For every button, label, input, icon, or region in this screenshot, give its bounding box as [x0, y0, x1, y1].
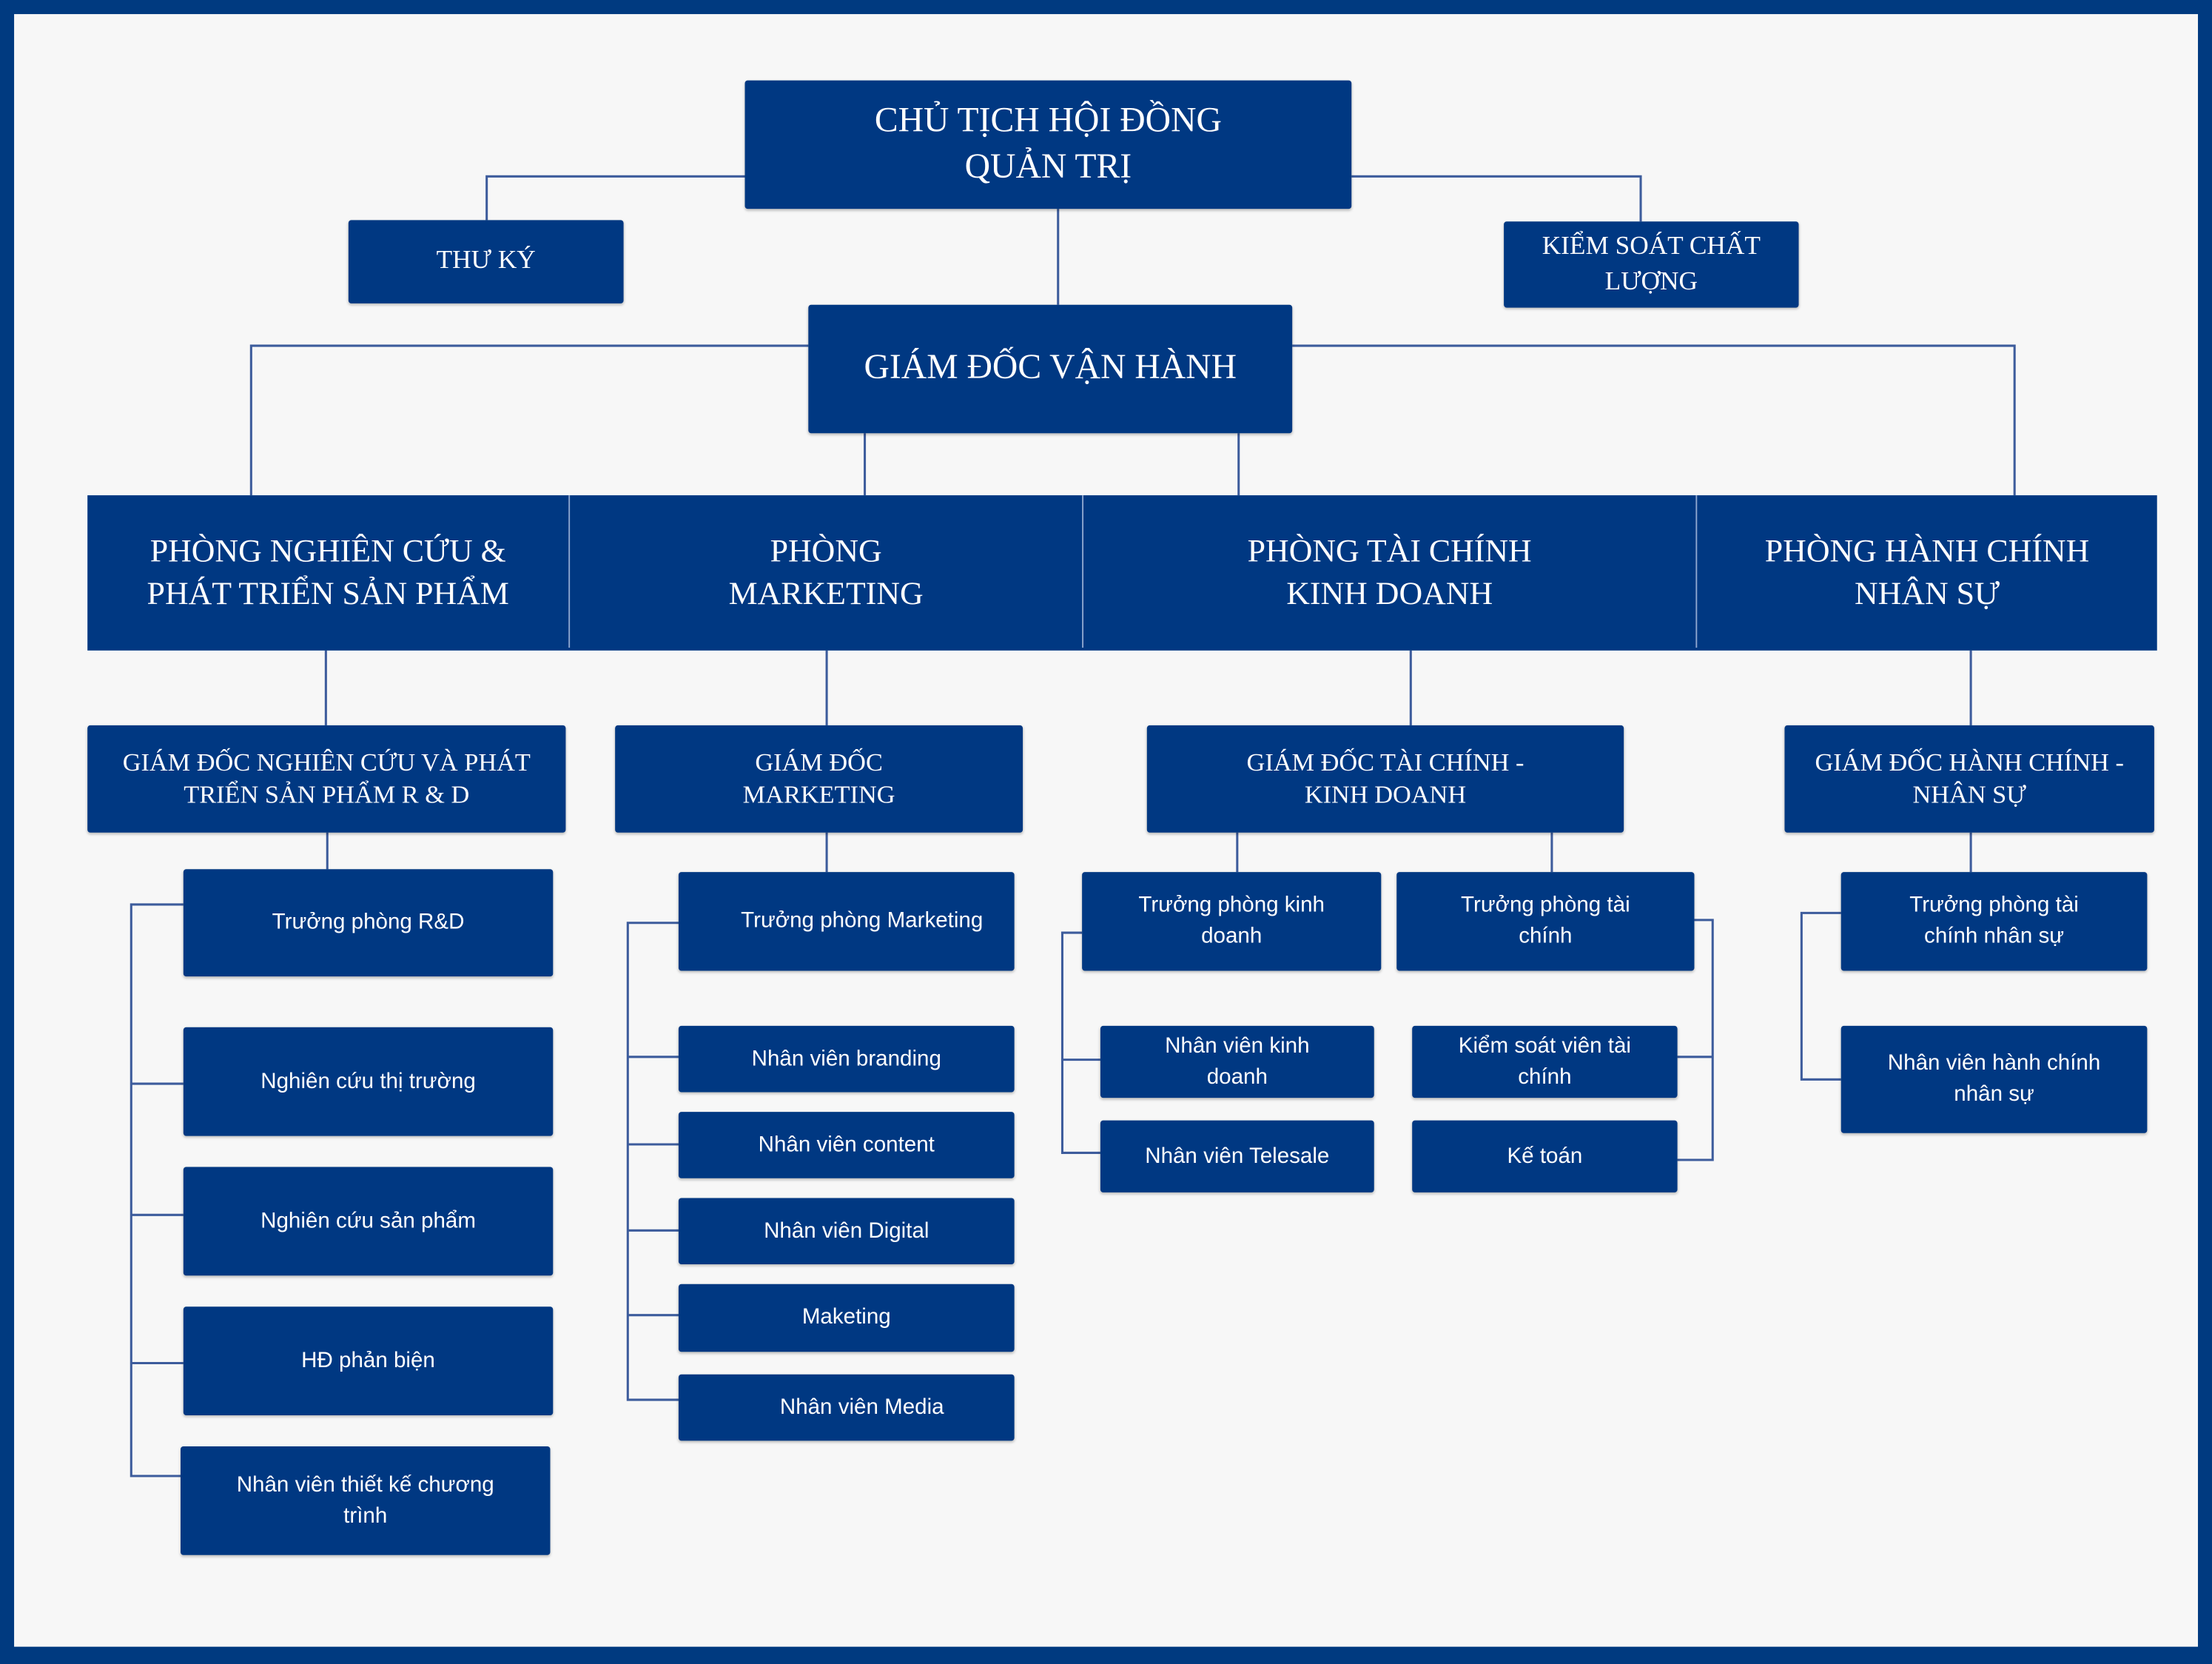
marketing-staff-box: Nhân viên content [678, 1112, 1015, 1178]
staff-label: Nghiên cứu sản phẩm [260, 1209, 476, 1233]
marketing-staff-box: Maketing [678, 1284, 1015, 1352]
connector [1800, 911, 1841, 1081]
coo-label: GIÁM ĐỐC VẬN HÀNH [864, 349, 1237, 387]
staff-label: Nhân viên hành chính nhân sự [1887, 1051, 2101, 1107]
director-finance: GIÁM ĐỐC TÀI CHÍNH - KINH DOANH [1146, 725, 1624, 833]
staff-label: Trưởng phòng tài chính nhân sự [1909, 893, 2079, 949]
staff-label: Trưởng phòng R&D [272, 910, 465, 935]
finance-staff-box: Trưởng phòng tài chính [1396, 872, 1695, 971]
finance-staff-box: Nhân viên kinh doanh [1100, 1025, 1374, 1098]
rd-staff-box: Nhân viên thiết kế chương trình [181, 1446, 551, 1555]
department-hr: PHÒNG HÀNH CHÍNH NHÂN SỰ [1697, 495, 2156, 651]
rd-staff-box: Trưởng phòng R&D [183, 869, 554, 977]
staff-label: Kế toán [1507, 1144, 1583, 1168]
finance-staff-box: Kế toán [1412, 1120, 1678, 1192]
department-marketing: PHÒNG MARKETING [570, 495, 1082, 651]
department-finance: PHÒNG TÀI CHÍNH KINH DOANH [1083, 495, 1695, 651]
quality-control-box: KIỂM SOÁT CHẤT LƯỢNG [1504, 221, 1799, 308]
rd-staff-box: Nghiên cứu sản phẩm [183, 1167, 554, 1276]
finance-staff-box: Nhân viên Telesale [1100, 1120, 1374, 1192]
connector [1060, 931, 1100, 1154]
staff-label: Trưởng phòng Marketing [741, 908, 984, 933]
hr-staff-box: Nhân viên hành chính nhân sự [1840, 1025, 2148, 1133]
director-label: GIÁM ĐỐC HÀNH CHÍNH - NHÂN SỰ [1815, 747, 2124, 809]
finance-staff-box: Kiểm soát viên tài chính [1412, 1025, 1678, 1098]
director-label: GIÁM ĐỐC NGHIÊN CỨU VÀ PHÁT TRIỂN SẢN PH… [122, 747, 531, 809]
connector [1677, 919, 1714, 1161]
rd-staff-box: Nghiên cứu thị trường [183, 1027, 554, 1136]
chairman-box: CHỦ TỊCH HỘI ĐỒNG QUẢN TRỊ [744, 80, 1352, 209]
divider [568, 495, 571, 648]
connector [249, 344, 809, 496]
department-label: PHÒNG MARKETING [728, 533, 924, 611]
divider [1695, 495, 1698, 648]
connector [1292, 344, 2016, 496]
staff-label: Trưởng phòng tài chính [1461, 893, 1630, 949]
department-label: PHÒNG NGHIÊN CỨU & PHÁT TRIỂN SẢN PHẨM [147, 533, 509, 611]
staff-label: Nhân viên Telesale [1145, 1144, 1330, 1168]
finance-staff-box: Trưởng phòng kinh doanh [1082, 872, 1382, 971]
staff-label: Nhân viên kinh doanh [1165, 1033, 1310, 1089]
staff-label: Nhân viên content [758, 1133, 935, 1157]
staff-label: Maketing [801, 1305, 891, 1330]
coo-box: GIÁM ĐỐC VẬN HÀNH [808, 304, 1293, 434]
connector [626, 922, 679, 1401]
staff-label: Nhân viên branding [751, 1046, 941, 1071]
rd-staff-box: HĐ phản biện [183, 1306, 554, 1416]
staff-label: HĐ phản biện [301, 1348, 435, 1373]
staff-label: Nhân viên Digital [764, 1218, 929, 1243]
director-rd: GIÁM ĐỐC NGHIÊN CỨU VÀ PHÁT TRIỂN SẢN PH… [87, 725, 566, 833]
secretary-label: THƯ KÝ [436, 247, 536, 276]
secretary-box: THƯ KÝ [348, 220, 624, 303]
marketing-staff-box: Trưởng phòng Marketing [678, 872, 1015, 971]
director-label: GIÁM ĐỐC MARKETING [742, 747, 895, 809]
connector [485, 175, 745, 221]
chairman-label: CHỦ TỊCH HỘI ĐỒNG QUẢN TRỊ [874, 101, 1222, 186]
marketing-staff-box: Nhân viên Media [678, 1374, 1015, 1441]
staff-label: Nhân viên thiết kế chương trình [236, 1472, 494, 1528]
director-hr: GIÁM ĐỐC HÀNH CHÍNH - NHÂN SỰ [1784, 725, 2154, 833]
director-label: GIÁM ĐỐC TÀI CHÍNH - KINH DOANH [1246, 747, 1524, 809]
marketing-staff-box: Nhân viên branding [678, 1025, 1015, 1093]
department-label: PHÒNG TÀI CHÍNH KINH DOANH [1247, 533, 1532, 611]
quality-control-label: KIỂM SOÁT CHẤT LƯỢNG [1542, 233, 1761, 296]
hr-staff-box: Trưởng phòng tài chính nhân sự [1840, 872, 2148, 971]
departments-bar [87, 495, 2157, 651]
staff-label: Trưởng phòng kinh doanh [1138, 893, 1325, 949]
staff-label: Nghiên cứu thị trường [260, 1069, 476, 1093]
staff-label: Nhân viên Media [779, 1395, 944, 1420]
divider [1082, 495, 1084, 648]
marketing-staff-box: Nhân viên Digital [678, 1198, 1015, 1265]
staff-label: Kiểm soát viên tài chính [1458, 1033, 1632, 1089]
department-label: PHÒNG HÀNH CHÍNH NHÂN SỰ [1764, 533, 2090, 611]
director-marketing: GIÁM ĐỐC MARKETING [615, 725, 1023, 833]
connector [130, 903, 184, 1477]
department-rd: PHÒNG NGHIÊN CỨU & PHÁT TRIỂN SẢN PHẨM [87, 495, 568, 651]
connector [1351, 175, 1642, 222]
